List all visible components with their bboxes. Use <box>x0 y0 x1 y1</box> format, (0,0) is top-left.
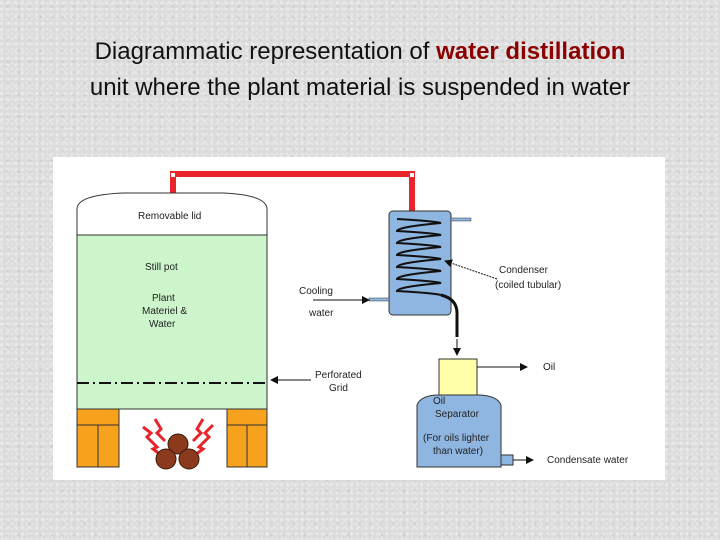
title-highlight: water distillation <box>436 38 626 65</box>
title-prefix: Diagrammatic representation of <box>94 38 430 65</box>
separator-label-line1: Oil <box>433 396 445 407</box>
slide-title: Diagrammatic representation of water dis… <box>0 34 720 106</box>
distillation-diagram: Removable lid Still pot Plant Materiel &… <box>53 157 665 480</box>
still-pot <box>76 192 268 410</box>
separator-label-line3: (For oils lighter <box>423 433 490 444</box>
oil-separator <box>416 394 514 468</box>
lid-label: Removable lid <box>138 211 201 222</box>
separator-label-line4: than water) <box>433 446 483 457</box>
grid-label-line2: Grid <box>329 383 348 394</box>
plant-label-line2: Materiel & <box>142 306 187 317</box>
title-line2: unit where the plant material is suspend… <box>89 74 631 101</box>
grid-label-line1: Perforated <box>315 370 362 381</box>
pot-supports <box>76 408 268 468</box>
condenser <box>368 210 472 337</box>
plant-label-line1: Plant <box>152 293 175 304</box>
condensate-label: Condensate water <box>547 455 629 466</box>
condenser-label-line2: (coiled tubular) <box>495 280 561 291</box>
oil-label: Oil <box>543 362 555 373</box>
fire-icon <box>142 418 215 470</box>
plant-label-line3: Water <box>149 319 176 330</box>
steam-pipe <box>170 171 415 219</box>
separator-label-line2: Separator <box>435 409 480 420</box>
condenser-label-line1: Condenser <box>499 265 549 276</box>
condenser-pointer-arrow <box>444 259 498 280</box>
oil-layer <box>438 358 478 396</box>
still-pot-label: Still pot <box>145 262 178 273</box>
cooling-label-line1: Cooling <box>299 286 333 297</box>
cooling-label-line2: water <box>308 308 334 319</box>
